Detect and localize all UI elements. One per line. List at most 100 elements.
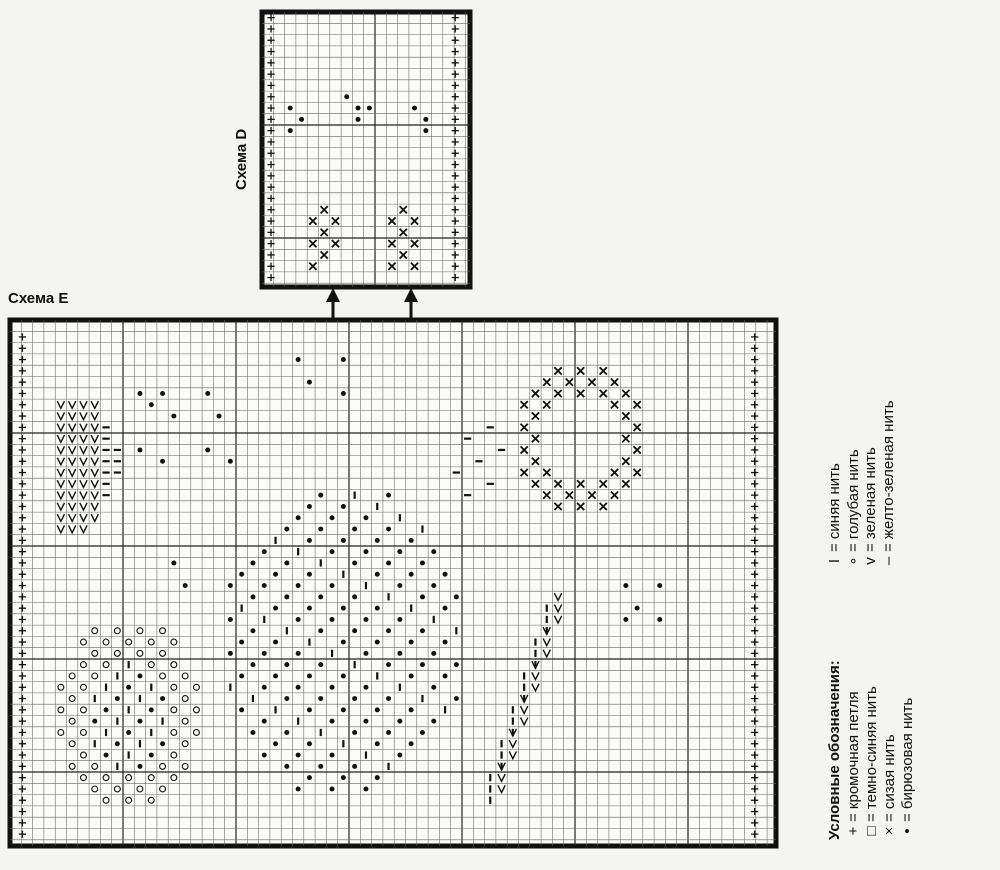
chart-e-bead-symbol <box>295 752 301 758</box>
chart-d-bead-symbol <box>355 105 361 111</box>
chart-e-v-symbol <box>508 739 518 749</box>
chart-e-v-symbol <box>56 525 66 535</box>
chart-e-ring-symbol <box>181 695 189 703</box>
chart-e-ring-symbol <box>136 627 144 635</box>
chart-e-bead-symbol <box>318 763 324 769</box>
chart-e-cross-symbol <box>576 479 585 489</box>
chart-e-v-symbol <box>56 468 66 478</box>
chart-e-bead-symbol <box>386 526 392 532</box>
chart-e-bead-symbol <box>453 662 459 668</box>
chart-e-bead-symbol <box>250 729 256 735</box>
chart-e-bead-symbol <box>306 707 312 713</box>
chart-e-v-symbol <box>79 434 88 444</box>
chart-d-cross-symbol <box>387 216 397 226</box>
chart-e-bead-symbol <box>284 594 290 600</box>
chart-e-v-symbol <box>90 502 99 512</box>
chart-e-bead-symbol <box>397 752 403 758</box>
chart-e-ring-symbol <box>192 683 200 691</box>
chart-e-v-symbol <box>67 513 77 523</box>
chart-d-bead-symbol <box>299 116 305 122</box>
chart-d-symbols <box>267 14 459 282</box>
chart-e-ring-symbol <box>79 683 87 691</box>
chart-e-ring-symbol <box>136 785 144 793</box>
chart-e-bead-symbol <box>227 583 233 589</box>
chart-e-bead-symbol <box>329 786 335 792</box>
chart-e-bead-symbol <box>363 549 369 555</box>
chart-e-bead-symbol <box>205 447 211 453</box>
chart-e-bead-symbol <box>340 605 346 611</box>
chart-e-bead-symbol <box>386 628 392 634</box>
chart-e-bead-symbol <box>148 402 154 408</box>
chart-e-bead-symbol <box>261 549 267 555</box>
chart-e-v-symbol <box>67 457 77 467</box>
chart-e-ring-symbol <box>91 627 99 635</box>
chart-e-v-symbol <box>56 502 66 512</box>
chart-e-ring-symbol <box>170 661 178 669</box>
chart-e-bead-symbol <box>397 549 403 555</box>
chart-e-cross-symbol <box>610 490 619 500</box>
chart-e-bead-symbol <box>386 560 392 566</box>
chart-e-bead-symbol <box>408 707 414 713</box>
chart-e-bead-symbol <box>318 662 324 668</box>
chart-d-bead-symbol <box>423 128 429 134</box>
legend-item-green: v= зеленая нить <box>862 447 879 565</box>
arrow-right-head <box>404 288 418 302</box>
chart-e-ring-symbol <box>159 785 167 793</box>
chart-e-ring-symbol <box>125 774 133 782</box>
chart-e-ring-symbol <box>159 627 167 635</box>
chart-e-ring-symbol <box>79 661 87 669</box>
chart-e-ring-symbol <box>125 638 133 646</box>
chart-d-title: Схема D <box>233 128 250 190</box>
chart-d-cross-symbol <box>398 228 408 237</box>
chart-e-ring-symbol <box>79 706 87 714</box>
chart-d-cross-symbol <box>308 216 318 226</box>
chart-e-cross-symbol <box>553 479 563 489</box>
chart-e-ring-symbol <box>79 751 87 759</box>
chart-e-bead-symbol <box>306 379 312 385</box>
chart-e-bead-symbol <box>329 718 335 724</box>
chart-e-bead-symbol <box>160 696 166 702</box>
chart-e-ring-symbol <box>147 796 155 804</box>
chart-e-v-symbol <box>67 423 77 433</box>
chart-e-border <box>7 317 779 849</box>
chart-e-v-symbol <box>67 502 77 512</box>
chart-e-cross-symbol <box>553 389 563 398</box>
chart-e-v-symbol <box>90 446 99 456</box>
chart-e-cross-symbol <box>598 389 608 398</box>
chart-d-bead-symbol <box>355 116 361 122</box>
chart-e-bead-symbol <box>261 718 267 724</box>
chart-e-bead-symbol <box>374 775 380 781</box>
chart-e-v-symbol <box>508 751 518 761</box>
chart-e-bead-symbol <box>386 696 392 702</box>
chart-e-bead-symbol <box>408 673 414 679</box>
chart-e-bead-symbol <box>340 537 346 543</box>
chart-e-bead-symbol <box>431 684 437 690</box>
chart-e-bead-symbol <box>306 503 312 509</box>
chart-e-bead-symbol <box>137 447 143 453</box>
chart-e-bead-symbol <box>227 616 233 622</box>
chart-e-bead-symbol <box>306 605 312 611</box>
chart-e-bead-symbol <box>340 639 346 645</box>
chart-e-v-symbol <box>56 400 66 410</box>
chart-e-ring-symbol <box>91 649 99 657</box>
chart-e-bead-symbol <box>318 526 324 532</box>
placement-arrows <box>326 288 418 318</box>
chart-e-v-symbol <box>67 479 77 490</box>
chart-e-v-symbol <box>90 468 99 478</box>
chart-e-cross-symbol <box>621 479 631 489</box>
chart-e-bead-symbol <box>374 741 380 747</box>
chart-e-ring-symbol <box>68 762 76 770</box>
chart-e-title: Схема E <box>8 290 69 307</box>
legend-item-edge: += кромочная петля <box>845 691 862 836</box>
chart-e-v-symbol <box>542 649 551 659</box>
chart-e-bead-symbol <box>148 752 154 758</box>
chart-e-v-symbol <box>497 785 506 795</box>
chart-e-bead-symbol <box>634 605 640 611</box>
legend-item-light-blue: ∘= голубая нить <box>845 449 862 566</box>
chart-e-ring-symbol <box>102 774 110 782</box>
chart-e-v-symbol <box>531 672 540 682</box>
chart-e-v-symbol <box>90 423 99 433</box>
chart-e-bead-symbol <box>273 673 279 679</box>
chart-e-bead-symbol <box>137 673 143 679</box>
chart-e-bead-symbol <box>374 707 380 713</box>
